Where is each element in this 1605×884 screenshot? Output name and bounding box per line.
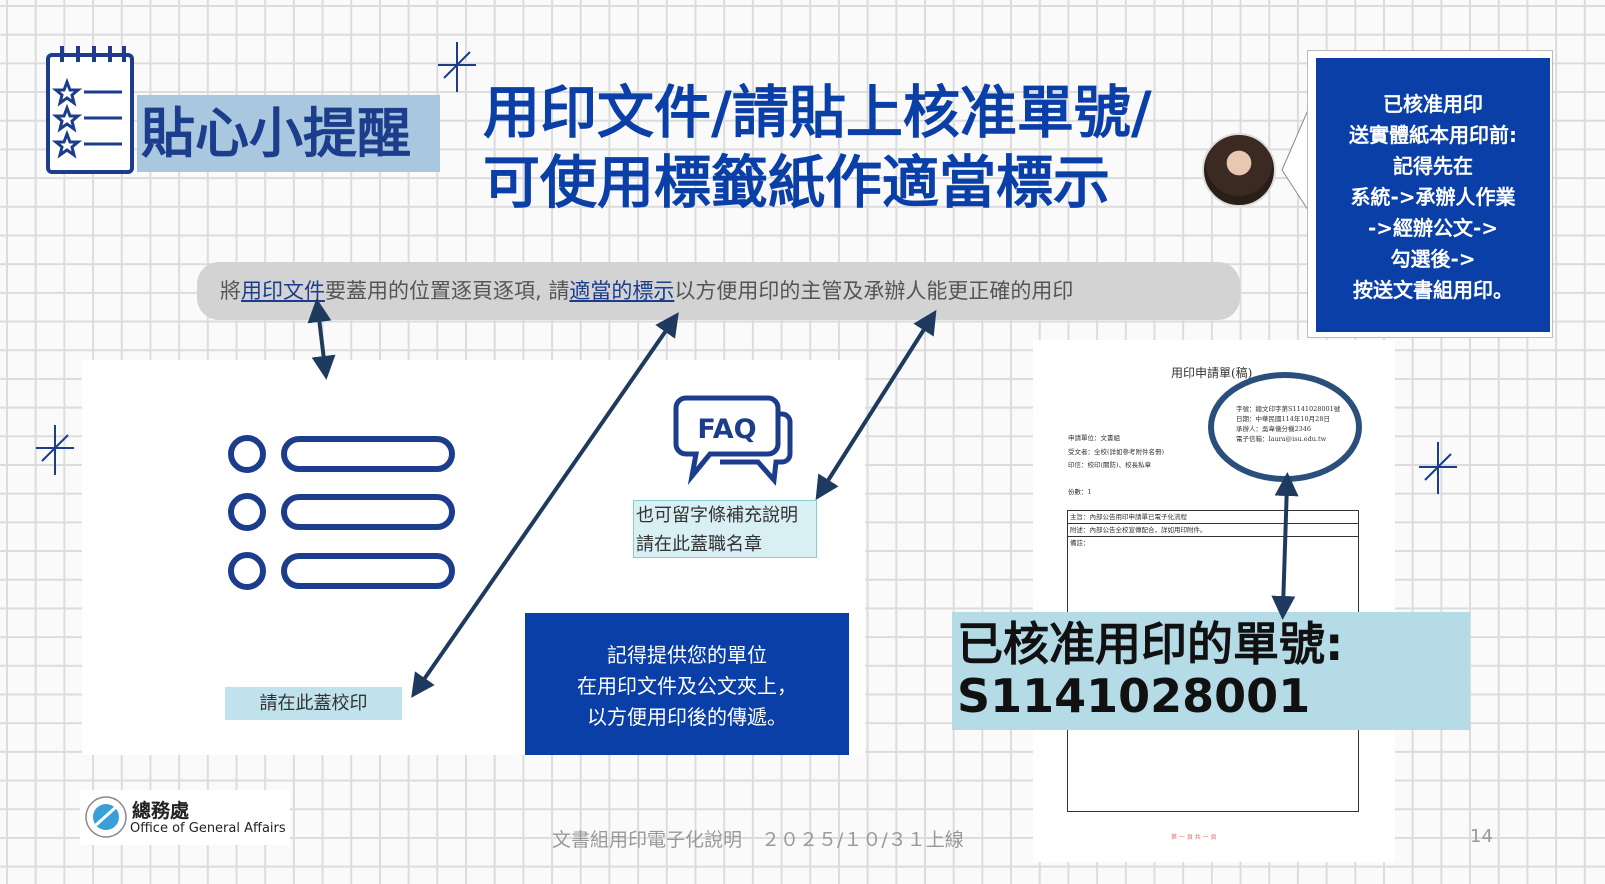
form-fields: 申請單位：文書組 受文者：全校(詳如參考附件名冊) 印信：校印(關防)、校長私章…: [1068, 432, 1164, 499]
approved-number-box: 已核准用印的單號: S1141028001: [952, 612, 1470, 730]
title-line-2: 可使用標籤紙作適當標示: [483, 150, 1110, 216]
faq-icon: FAQ: [673, 395, 793, 486]
delivery-note-line: 以方便用印後的傳遞。: [587, 705, 787, 729]
footer-text: 文書組用印電子化說明 ２０２５/１０/３１上線: [552, 829, 964, 851]
reminder-callout: 已核准用印 送實體紙本用印前: 記得先在 系統->承辦人作業 ->經辦公文-> …: [1316, 58, 1550, 332]
note-line: 也可留字條補充說明: [636, 505, 798, 526]
form-title: 用印申請單(稿): [1171, 366, 1253, 380]
form-field: 份數：1: [1068, 487, 1092, 496]
list-icon: [228, 435, 455, 590]
callout-line: 系統->承辦人作業: [1350, 185, 1516, 209]
instruction-banner: 將用印文件要蓋用的位置逐頁逐項, 請適當的標示以方便用印的主管及承辦人能更正確的…: [197, 262, 1240, 320]
office-logo: 總務處 Office of General Affairs: [80, 790, 290, 845]
form-field: 申請單位：文書組: [1068, 434, 1120, 442]
callout-line: ->經辦公文->: [1367, 216, 1499, 240]
callout-line: 已核准用印: [1383, 92, 1483, 116]
page-title: 用印文件/請貼上核准單號/ 可使用標籤紙作適當標示: [483, 78, 1152, 218]
office-name-en: Office of General Affairs: [130, 821, 286, 836]
school-seal-label: 請在此蓋校印: [225, 687, 402, 720]
office-name-zh: 總務處: [132, 800, 190, 822]
approved-number: S1141028001: [957, 669, 1311, 723]
faq-icon-text: FAQ: [697, 414, 756, 445]
delivery-note-line: 記得提供您的單位: [607, 643, 767, 667]
tip-heading: 貼心小提醒: [137, 95, 440, 172]
callout-line: 送實體紙本用印前:: [1349, 123, 1517, 147]
note-label: 也可留字條補充說明 請在此蓋職名章: [633, 500, 817, 558]
form-row: 附述：內部公告全校宣傳配合，詳如用印附件。: [1068, 524, 1358, 537]
form-field: 受文者：全校(詳如參考附件名冊): [1068, 447, 1165, 456]
form-row: 備註：: [1070, 539, 1090, 547]
delivery-note-line: 在用印文件及公文夾上，: [577, 674, 797, 698]
instruction-text: 將: [220, 279, 241, 303]
delivery-note: 記得提供您的單位 在用印文件及公文夾上， 以方便用印後的傳遞。: [525, 613, 849, 755]
form-ref-line: 電子信箱：laura@isu.edu.tw: [1236, 435, 1327, 443]
sparkle-icon: [36, 42, 1457, 494]
form-ref-line: 承辦人：吳韋儀分機2346: [1236, 425, 1312, 433]
form-ref-line: 字號：總文印字第S1141028001號: [1236, 405, 1341, 413]
notepad-icon: [46, 46, 134, 174]
callout-line: 記得先在: [1393, 154, 1473, 178]
university-seal-icon: [85, 796, 127, 838]
form-page-footer: 第 一 頁 共 一 頁: [1171, 834, 1217, 841]
approved-label: 已核准用印的單號:: [957, 617, 1344, 671]
instruction-text: 要蓋用的位置逐頁逐項, 請: [325, 279, 570, 303]
instruction-text: 以方便用印的主管及承辦人能更正確的用印: [674, 279, 1074, 303]
form-row: 主旨：內部公告用印申請單已電子化流程: [1068, 511, 1358, 524]
callout-line: 勾選後->: [1390, 247, 1476, 271]
instruction-highlight: 用印文件: [241, 279, 325, 303]
page-number: 14: [1470, 826, 1493, 847]
note-line: 請在此蓋職名章: [636, 534, 762, 555]
callout-line: 按送文書組用印。: [1353, 278, 1513, 302]
title-line-1: 用印文件/請貼上核准單號/: [483, 80, 1152, 146]
form-ref-line: 日期：中華民國114年10月28日: [1236, 415, 1330, 423]
instruction-highlight: 適當的標示: [569, 279, 675, 303]
avatar: [1202, 133, 1276, 207]
seal-application-form: 用印申請單(稿) 字號：總文印字第S1141028001號 日期：中華民國114…: [1033, 340, 1395, 862]
form-field: 印信：校印(關防)、校長私章: [1068, 461, 1152, 469]
form-reference: 字號：總文印字第S1141028001號 日期：中華民國114年10月28日 承…: [1236, 404, 1340, 444]
